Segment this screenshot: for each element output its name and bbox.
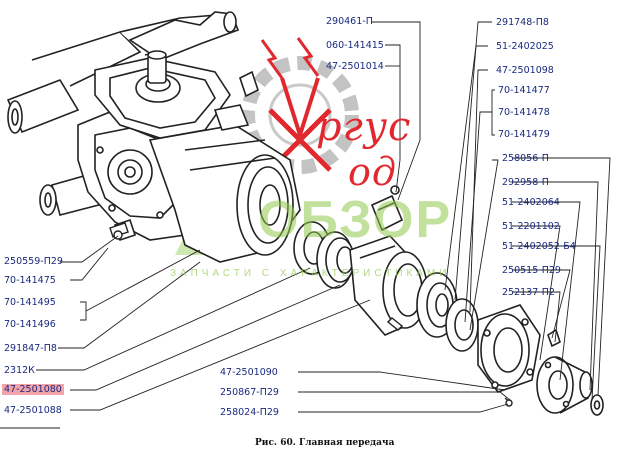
- bearing-cover-flange: [477, 304, 541, 393]
- oil-seal: [445, 298, 479, 352]
- part-label: 70-141475: [4, 275, 56, 286]
- part-label: 291847-П8: [4, 343, 57, 354]
- watermark-tagline: ЗАПЧАСТИ С ХАРАКТЕРИСТИКАМИ: [170, 268, 451, 279]
- figure-caption: Рис. 60. Главная передача: [255, 438, 395, 448]
- part-label: 250515-П29: [502, 265, 561, 276]
- part-label: 47-2501088: [4, 405, 62, 416]
- part-label: 51-2402025: [496, 41, 554, 52]
- watermark-lightning-icon: [260, 37, 332, 172]
- watermark-brand-line2: од: [348, 150, 397, 194]
- part-label: 47-2501090: [220, 367, 278, 378]
- watermark-site-name: ОБЗОР: [258, 191, 453, 249]
- part-label: 291748-П8: [496, 17, 549, 28]
- part-label: 252137-П2: [502, 287, 555, 298]
- part-label: 70-141477: [498, 85, 550, 96]
- part-label: 258056-П: [502, 153, 549, 164]
- watermark-brand-line1: ргус: [316, 104, 412, 150]
- part-label: 2312К: [4, 365, 35, 376]
- part-label: 70-141496: [4, 319, 56, 330]
- part-label: 70-141478: [498, 107, 550, 118]
- part-label: 47-2501014: [326, 61, 384, 72]
- mounting-bracket: [370, 185, 404, 232]
- part-label: 250867-П29: [220, 387, 279, 398]
- part-label: 47-2501098: [496, 65, 554, 76]
- axle-shaft-upper: [128, 11, 240, 61]
- small-fasteners: [109, 222, 513, 407]
- part-label: 51-2402064: [502, 197, 560, 208]
- final-drive-housing: [77, 50, 301, 263]
- part-label: 290461-П: [326, 16, 373, 27]
- part-label: 51-2402052-Б4: [502, 241, 576, 252]
- part-label: 258024-П29: [220, 407, 279, 418]
- part-label: 70-141479: [498, 129, 550, 140]
- part-label: 250559-П29: [4, 256, 63, 267]
- drive-flange: [536, 356, 593, 414]
- part-label: 292958-П: [502, 177, 549, 188]
- part-label: 060-141415: [326, 40, 384, 51]
- part-label: 70-141495: [4, 297, 56, 308]
- part-label-highlighted[interactable]: 47-2501080: [2, 384, 64, 395]
- part-label: 51-2201102: [502, 221, 560, 232]
- leader-lines: [0, 21, 611, 429]
- watermark-gear-icon: [241, 56, 359, 174]
- bearing-housing-cylinder: [349, 235, 428, 336]
